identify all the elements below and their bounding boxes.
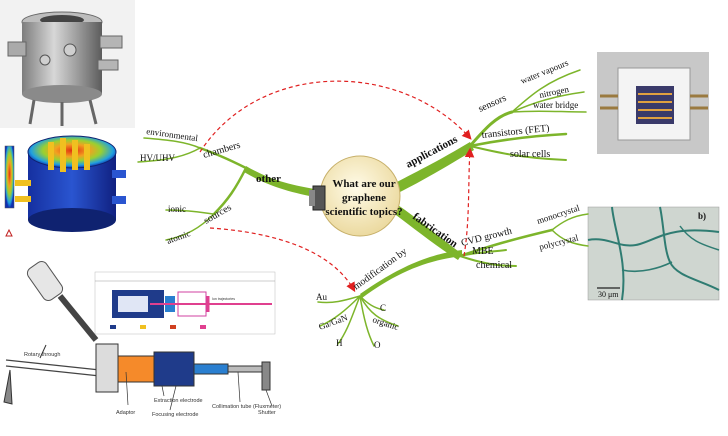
central-topic: What are our graphene scientific topics? bbox=[309, 155, 403, 237]
node-sources: sources bbox=[202, 202, 234, 227]
micrograph-image: 30 μm b) bbox=[587, 206, 720, 301]
inset-caption: Ion trajectories bbox=[212, 297, 235, 301]
node-sensors: sensors bbox=[477, 93, 508, 115]
leaf-ionic: ionic bbox=[168, 204, 186, 214]
leaf-mbe: MBE bbox=[472, 246, 494, 257]
label-rotary-through: Rotary through bbox=[24, 352, 60, 358]
label-collimation-tube: Collimation tube (Fluxmeter) bbox=[212, 404, 281, 410]
leaf-c: C bbox=[380, 303, 386, 313]
central-line-1: What are our bbox=[332, 178, 395, 190]
branch-other: other bbox=[256, 173, 281, 185]
heatmap-chamber-image bbox=[0, 130, 135, 242]
leaf-solar-cells: solar cells bbox=[510, 149, 550, 160]
leaf-ga-gan: Ga/GaN bbox=[317, 312, 349, 332]
label-shutter: Shutter bbox=[258, 410, 276, 416]
leaf-organic: organic bbox=[371, 314, 400, 332]
leaf-hv-uhv: HV/UHV bbox=[140, 153, 175, 163]
sensor-chip-image bbox=[597, 52, 709, 154]
leaf-h: H bbox=[336, 338, 343, 348]
leaf-water-vapours: water vapours bbox=[519, 57, 570, 85]
scale-bar-label: 30 μm bbox=[598, 290, 619, 299]
central-line-3: scientific topics? bbox=[325, 206, 402, 218]
label-adaptor: Adaptor bbox=[116, 410, 135, 416]
leaf-o: O bbox=[374, 340, 381, 350]
arrow-chambers-to-applications bbox=[199, 80, 472, 153]
arrow-sources-to-modification bbox=[209, 227, 356, 293]
leaf-monocrystal: monocrystal bbox=[536, 202, 582, 225]
leaf-water-bridge: water bridge bbox=[533, 100, 578, 110]
leaf-au: Au bbox=[316, 292, 327, 302]
steel-chamber-image bbox=[0, 0, 135, 128]
label-focusing-electrode: Focusing electrode bbox=[152, 412, 198, 418]
label-extraction-electrode: Extraction electrode bbox=[154, 398, 203, 404]
central-line-2: graphene bbox=[342, 192, 386, 204]
leaf-chemical: chemical bbox=[476, 260, 512, 271]
leaf-atomic: atomic bbox=[165, 228, 191, 246]
relation-arrows bbox=[199, 80, 475, 293]
panel-label-b: b) bbox=[698, 211, 706, 221]
mind-map-twigs bbox=[137, 69, 589, 347]
ion-source-diagram: Ion trajectories Rotary through Adaptor … bbox=[3, 260, 281, 418]
mind-map-branches bbox=[244, 142, 474, 298]
